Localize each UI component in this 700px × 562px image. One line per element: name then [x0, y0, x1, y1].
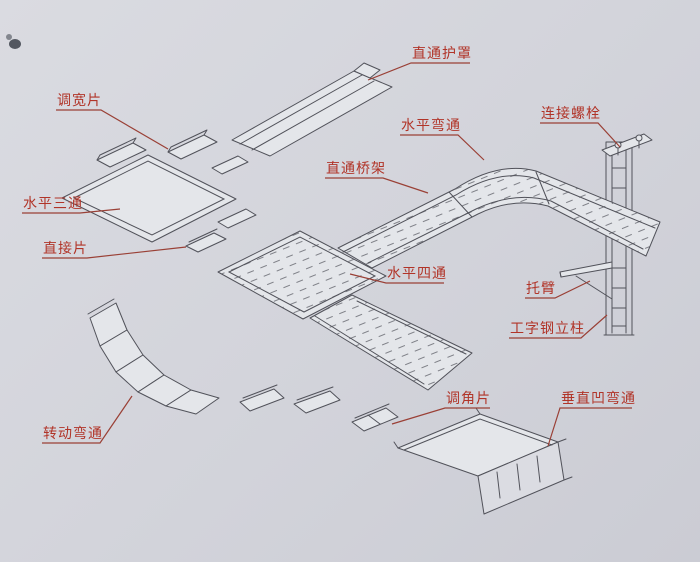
leader-horizontal-tee: [22, 208, 121, 214]
leader-rotating-bend: [42, 395, 133, 444]
leader-connecting-bolt: [540, 122, 621, 148]
part-ibeam-column: [601, 133, 653, 336]
leader-width-adjust-piece: [56, 109, 169, 150]
leader-horizontal-cross: [349, 273, 444, 284]
label-horizontal-bend: 水平弯通: [401, 117, 461, 133]
part-straight-tray-and-bend: [337, 167, 661, 269]
scan-artifact: [6, 34, 21, 49]
small-connector-piece: [211, 155, 249, 175]
label-rotating-bend: 转动弯通: [43, 425, 103, 441]
leader-direct-piece: [42, 246, 187, 259]
label-support-arm: 托臂: [526, 280, 556, 296]
part-bottom-connectors: [239, 384, 341, 414]
label-straight-tray: 直通桥架: [326, 160, 386, 176]
label-vertical-concave-bend: 垂直凹弯通: [561, 390, 636, 406]
part-support-arm: [559, 261, 613, 300]
part-angle-adjust-piece: [351, 403, 399, 432]
joint-seams: [448, 171, 550, 218]
label-direct-piece: 直接片: [43, 240, 88, 256]
part-horizontal-tee: [61, 154, 237, 243]
leader-lines: [22, 62, 632, 447]
leader-vertical-concave-bend: [547, 407, 632, 447]
leader-angle-adjust-piece: [391, 407, 490, 425]
part-width-adjust-pieces: [96, 129, 257, 229]
part-vertical-concave-bend: [393, 407, 573, 515]
label-horizontal-tee: 水平三通: [23, 195, 83, 211]
part-rotating-bend: [87, 298, 220, 415]
label-connecting-bolt: 连接螺栓: [541, 105, 601, 121]
part-direct-piece: [185, 228, 227, 253]
leader-straight-cover: [367, 62, 470, 81]
connection-plate: [601, 133, 653, 157]
leader-straight-tray: [325, 177, 429, 194]
bolt-head: [635, 134, 643, 142]
leader-ibeam-column: [509, 314, 608, 339]
label-width-adjust-piece: 调宽片: [57, 92, 102, 108]
label-angle-adjust-piece: 调角片: [446, 390, 491, 406]
part-straight-cover: [231, 62, 393, 157]
leader-horizontal-bend: [400, 134, 485, 161]
label-ibeam-column: 工字钢立柱: [510, 320, 585, 336]
label-straight-cover: 直通护罩: [412, 45, 472, 61]
part-se-tray-run: [309, 294, 473, 391]
part-horizontal-cross: [217, 230, 387, 320]
label-horizontal-cross: 水平四通: [387, 265, 447, 281]
leader-support-arm: [525, 280, 591, 299]
small-connector-piece: [217, 208, 257, 229]
